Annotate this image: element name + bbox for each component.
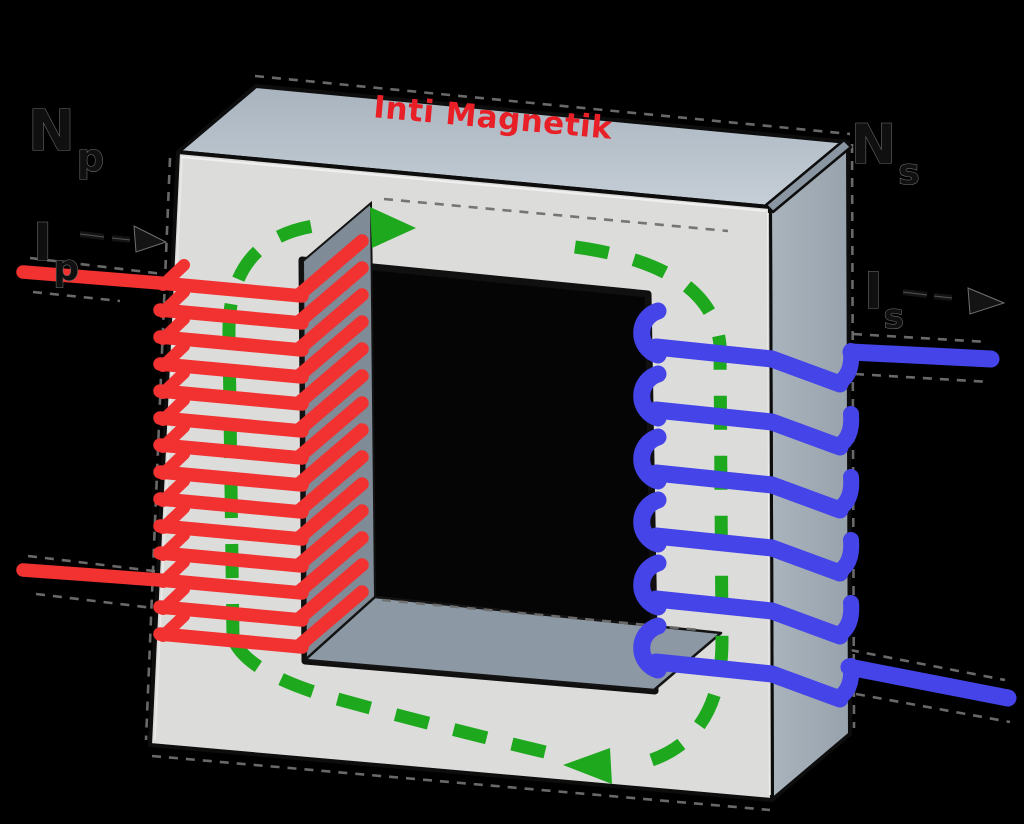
secondary-wire-turn [647, 401, 849, 456]
secondary-wire-turn [647, 590, 849, 645]
flux-path-right [574, 240, 729, 771]
secondary-wire-turn [647, 527, 849, 582]
secondary-wire-turn [647, 653, 849, 708]
secondary-wire-hook [830, 595, 860, 643]
primary-current-arrow-icon [79, 225, 168, 253]
primary-wire-turn [153, 357, 309, 384]
secondary-wire-hook [830, 532, 860, 580]
flux-path-bottom [226, 635, 547, 759]
label-secondary-turns: Ns [851, 113, 920, 193]
flux-arrow-top-icon [370, 207, 416, 248]
window-inner-bottom-wall [303, 595, 723, 692]
primary-wire-back-diagonal [293, 423, 369, 490]
primary-wire-back-diagonal [293, 585, 369, 652]
flux-arrow-bottom-icon [563, 748, 612, 784]
primary-wire-back-diagonal [293, 342, 369, 409]
primary-wire-back-diagonal [293, 396, 369, 463]
secondary-current-arrow-icon [902, 287, 1006, 315]
secondary-coil [633, 302, 1017, 708]
label-primary-current: Ip [33, 213, 79, 289]
primary-lead-wire [16, 563, 309, 600]
primary-wire-turn [153, 600, 309, 627]
primary-wire-turn [153, 411, 309, 438]
primary-wire-back-diagonal [293, 369, 369, 436]
primary-wire-turn [153, 384, 309, 411]
primary-wire-turn [153, 627, 309, 654]
primary-wire-turn [153, 303, 309, 330]
primary-wire-back-diagonal [293, 234, 369, 301]
edge-highlight-right [767, 212, 771, 796]
primary-wire-turn [153, 438, 309, 465]
primary-lead-wire [16, 265, 309, 303]
primary-wire-turn [153, 492, 309, 519]
primary-wire-back-diagonal [293, 261, 369, 328]
secondary-wire-turn [647, 464, 849, 519]
primary-wire-back-diagonal [293, 450, 369, 517]
edge-highlight-top [180, 156, 767, 212]
labels: Np Ip Ns Is [27, 98, 920, 337]
primary-wire-turn [153, 519, 309, 546]
primary-wire-turn [153, 465, 309, 492]
primary-wire-back-diagonal [293, 315, 369, 382]
primary-coil [16, 234, 369, 654]
primary-wire-turn [153, 330, 309, 357]
secondary-wire-hook [830, 406, 860, 454]
primary-wire-back-diagonal [293, 477, 369, 544]
label-primary-turns: Np [28, 99, 104, 180]
primary-wire-back-diagonal [293, 558, 369, 625]
secondary-wire-hook [830, 469, 860, 517]
primary-wire-back-diagonal [293, 288, 369, 355]
secondary-lead-wire [840, 658, 1017, 707]
primary-wire-back-diagonal [293, 531, 369, 598]
magnetic-core [148, 84, 853, 802]
primary-wire-turn [153, 546, 309, 573]
label-secondary-current: Is [864, 262, 904, 337]
secondary-wire-turn [647, 338, 849, 393]
secondary-lead-wire [842, 343, 1000, 368]
core-corner-chamfer [764, 138, 853, 214]
primary-wire-back-diagonal [293, 504, 369, 571]
